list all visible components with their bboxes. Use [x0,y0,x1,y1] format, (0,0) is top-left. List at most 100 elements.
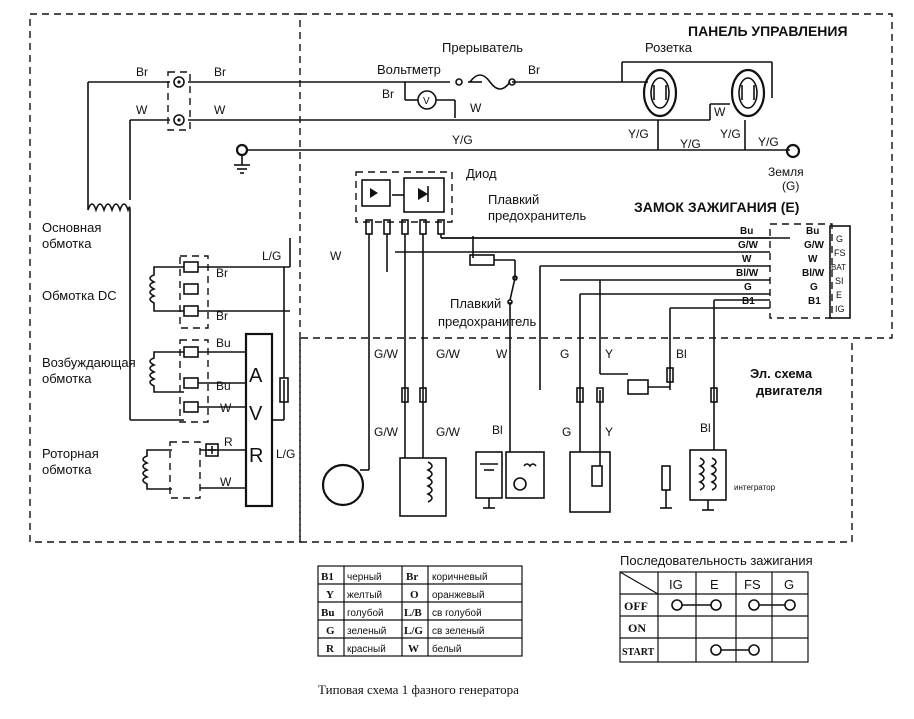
switch-wire-right-4: Bl/W [802,268,825,279]
wire-code-gw-4: G/W [436,425,461,439]
wire-code-bl-1: Bl [676,347,687,361]
wire-code-br-6: Br [216,309,228,323]
wire-code-br-1: Br [136,65,148,79]
wire-code-w-4: W [714,105,726,119]
switch-wire-left-3: W [742,254,752,265]
rotor-winding-terminals [142,441,246,499]
main-winding-coil [87,200,131,213]
switch-wire-right-5: G [810,282,818,293]
wire-code-lg-2: L/G [276,447,295,461]
figure-caption: Типовая схема 1 фазного генератора [318,682,519,697]
breaker-label: Прерыватель [442,40,523,55]
switch-wire-left-1: Bu [740,226,753,237]
rotor-winding-label-1: Роторная [42,446,99,461]
avr-r-label: R [249,445,263,467]
dc-winding-label: Обмотка DC [42,288,117,303]
wire-code-g-1: G [560,347,569,361]
wire-code-w-1: W [136,103,148,117]
switch-terminal-2: FS [834,248,846,258]
legend-name-3: голубой [347,607,384,619]
legend-name-4: зеленый [347,626,386,637]
wire-code-gw-2: G/W [436,347,461,361]
rotor-winding-label-2: обмотка [42,462,92,477]
switch-terminal-4: SI [835,276,844,286]
switch-wire-right-3: W [808,254,818,265]
seq-row-start: START [622,647,655,658]
legend-name2-2: оранжевый [432,590,485,601]
fuse-1-label-2: предохранитель [488,208,586,223]
avr-a-label: A [249,365,263,387]
wire-code-y-2: Y [605,425,613,439]
main-winding-label-1: Основная [42,220,101,235]
control-panel-frame [300,13,893,339]
wire-code-bu-1: Bu [216,336,231,350]
ignition-sequence-title: Последовательность зажигания [620,553,813,568]
wire-code-br-5: Br [216,266,228,280]
fuse-2 [507,275,518,390]
wire-code-yg-4: Y/G [720,127,741,141]
seq-col-fs: FS [744,577,761,592]
wire-code-w-2: W [214,103,226,117]
legend-code2-5: W [408,643,419,655]
seq-off-fs-g-link [748,599,796,611]
exciter-winding-label-2: обмотка [42,371,92,386]
wire-code-r-1: R [224,435,233,449]
wire-code-w-6: W [220,401,232,415]
diode-label: Диод [466,166,497,181]
wire-code-yg-1: Y/G [452,133,473,147]
legend-code-2: Y [326,589,334,601]
seq-off-ig-e-link [671,599,722,611]
switch-terminal-6: IG [835,304,845,314]
dc-winding-terminals [149,238,291,329]
switch-wire-left-4: Bl/W [736,268,759,279]
switch-wire-right-1: Bu [806,226,819,237]
wire-code-g-2: G [562,425,571,439]
switch-wire-right-2: G/W [804,240,825,251]
legend-code-3: Bu [321,607,334,619]
seq-col-g: G [784,577,794,592]
wire-code-w-7: W [220,475,232,489]
wire-code-gw-1: G/W [374,347,399,361]
wire-code-yg-3: Y/G [680,137,701,151]
wire-code-bl-2: Bl [492,423,503,437]
control-panel-label: ПАНЕЛЬ УПРАВЛЕНИЯ [688,23,848,39]
wire-code-br-3: Br [382,87,394,101]
voltmeter-symbol: V [417,90,437,110]
ignition-sequence-table: Последовательность зажигания IG E FS G O… [619,553,813,663]
switch-wire-left-6: B1 [742,296,755,307]
breaker-symbol [455,74,516,90]
seq-col-e: E [710,577,719,592]
wire-code-bl-3: Bl [700,421,711,435]
fuse-1 [469,236,516,278]
exciter-winding-terminals [149,339,246,423]
legend-name2-1: коричневый [432,572,488,583]
socket-2 [730,68,766,118]
legend-code2-3: L/B [404,607,422,619]
legend-name2-5: белый [432,643,461,655]
switch-codes: Bu G/W W Bl/W G B1 Bu G/W W Bl/W G B1 G … [736,226,846,314]
legend-code-1: B1 [321,571,334,583]
switch-wire-left-2: G/W [738,240,759,251]
wire-code-y-1: Y [605,347,613,361]
legend-code2-1: Br [406,571,418,583]
legend-name2-4: св зеленый [432,626,485,637]
seq-row-on: ON [628,621,646,635]
color-legend-table: B1 черный Br коричневый Y желтый O оранж… [317,565,523,657]
legend-code2-2: O [410,589,419,601]
avr-v-label: V [249,403,263,425]
switch-terminal-1: G [836,234,843,244]
switch-wire-left-5: G [744,282,752,293]
seq-start-e-fs-link [710,644,760,656]
wire-code-br-4: Br [528,63,540,77]
wire-codes: Br Br Br Br W W W W Y/G Y/G Y/G Y/G Y/G … [136,63,779,489]
earth-terminal [785,143,801,159]
legend-name-5: красный [347,644,386,655]
wire-code-yg-2: Y/G [628,127,649,141]
wire-code-yg-5: Y/G [758,135,779,149]
switch-wire-right-6: B1 [808,296,821,307]
legend-name-2: желтый [347,590,382,601]
ground-symbol-left [234,143,250,174]
exciter-winding-label-1: Возбуждающая [42,355,136,370]
wire-code-bu-2: Bu [216,379,231,393]
